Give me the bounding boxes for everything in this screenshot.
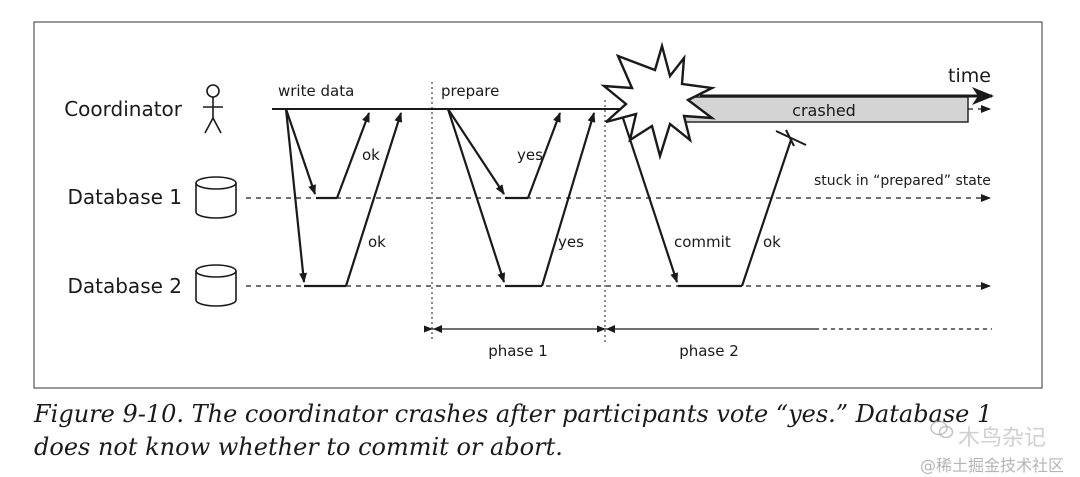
watermark-site-name: @稀土掘金技术社区 (920, 456, 1065, 475)
database-1-label: Database 1 (67, 185, 182, 209)
phase-1-label: phase 1 (488, 342, 548, 360)
ok-db2-label: ok (368, 233, 386, 251)
crash-explosion-icon (600, 41, 717, 161)
phase-2-range-left-head (606, 325, 615, 333)
database-icon-2 (195, 264, 237, 307)
write-data-to-db2-arrow (284, 108, 308, 283)
database-icon-1 (195, 176, 237, 219)
commit-to-db2-arrow (618, 108, 679, 283)
coordinator-label: Coordinator (64, 97, 183, 121)
lost-message-cross-icon (775, 129, 807, 147)
crashed-label: crashed (792, 101, 856, 120)
phase-2-label: phase 2 (679, 342, 739, 360)
watermark-account-name: 木鸟杂记 (958, 426, 1047, 451)
ok-from-db2-arrow (344, 112, 403, 287)
prepare-to-db1-arrow (447, 108, 505, 195)
yes-from-db2-arrow (540, 112, 596, 287)
write-data-to-db1-arrow (284, 108, 317, 195)
write-data-label: write data (278, 82, 354, 100)
prepare-to-db2-arrow (446, 108, 506, 283)
stuck-prepared-label: stuck in “prepared” state (814, 173, 991, 189)
commit-message-label: commit (674, 233, 731, 251)
person-icon (203, 84, 223, 134)
ok-commit-label: ok (763, 233, 781, 251)
wechat-logo-icon (930, 420, 954, 439)
figure-caption: Figure 9-10. The coordinator crashes aft… (34, 400, 993, 461)
ok-db1-label: ok (362, 146, 380, 164)
yes-db1-label: yes (517, 146, 543, 164)
phase-1-range-left-head (433, 325, 442, 333)
ok-commit-lost-message (740, 139, 793, 287)
yes-from-db1-arrow (526, 112, 562, 199)
time-label: time (948, 65, 991, 87)
crashed-bar (679, 96, 969, 123)
prepare-label: prepare (441, 82, 499, 100)
database-2-label: Database 2 (67, 274, 182, 298)
yes-db2-label: yes (558, 233, 584, 251)
ok-from-db1-arrow (335, 112, 371, 199)
diagram-frame (33, 21, 1043, 389)
